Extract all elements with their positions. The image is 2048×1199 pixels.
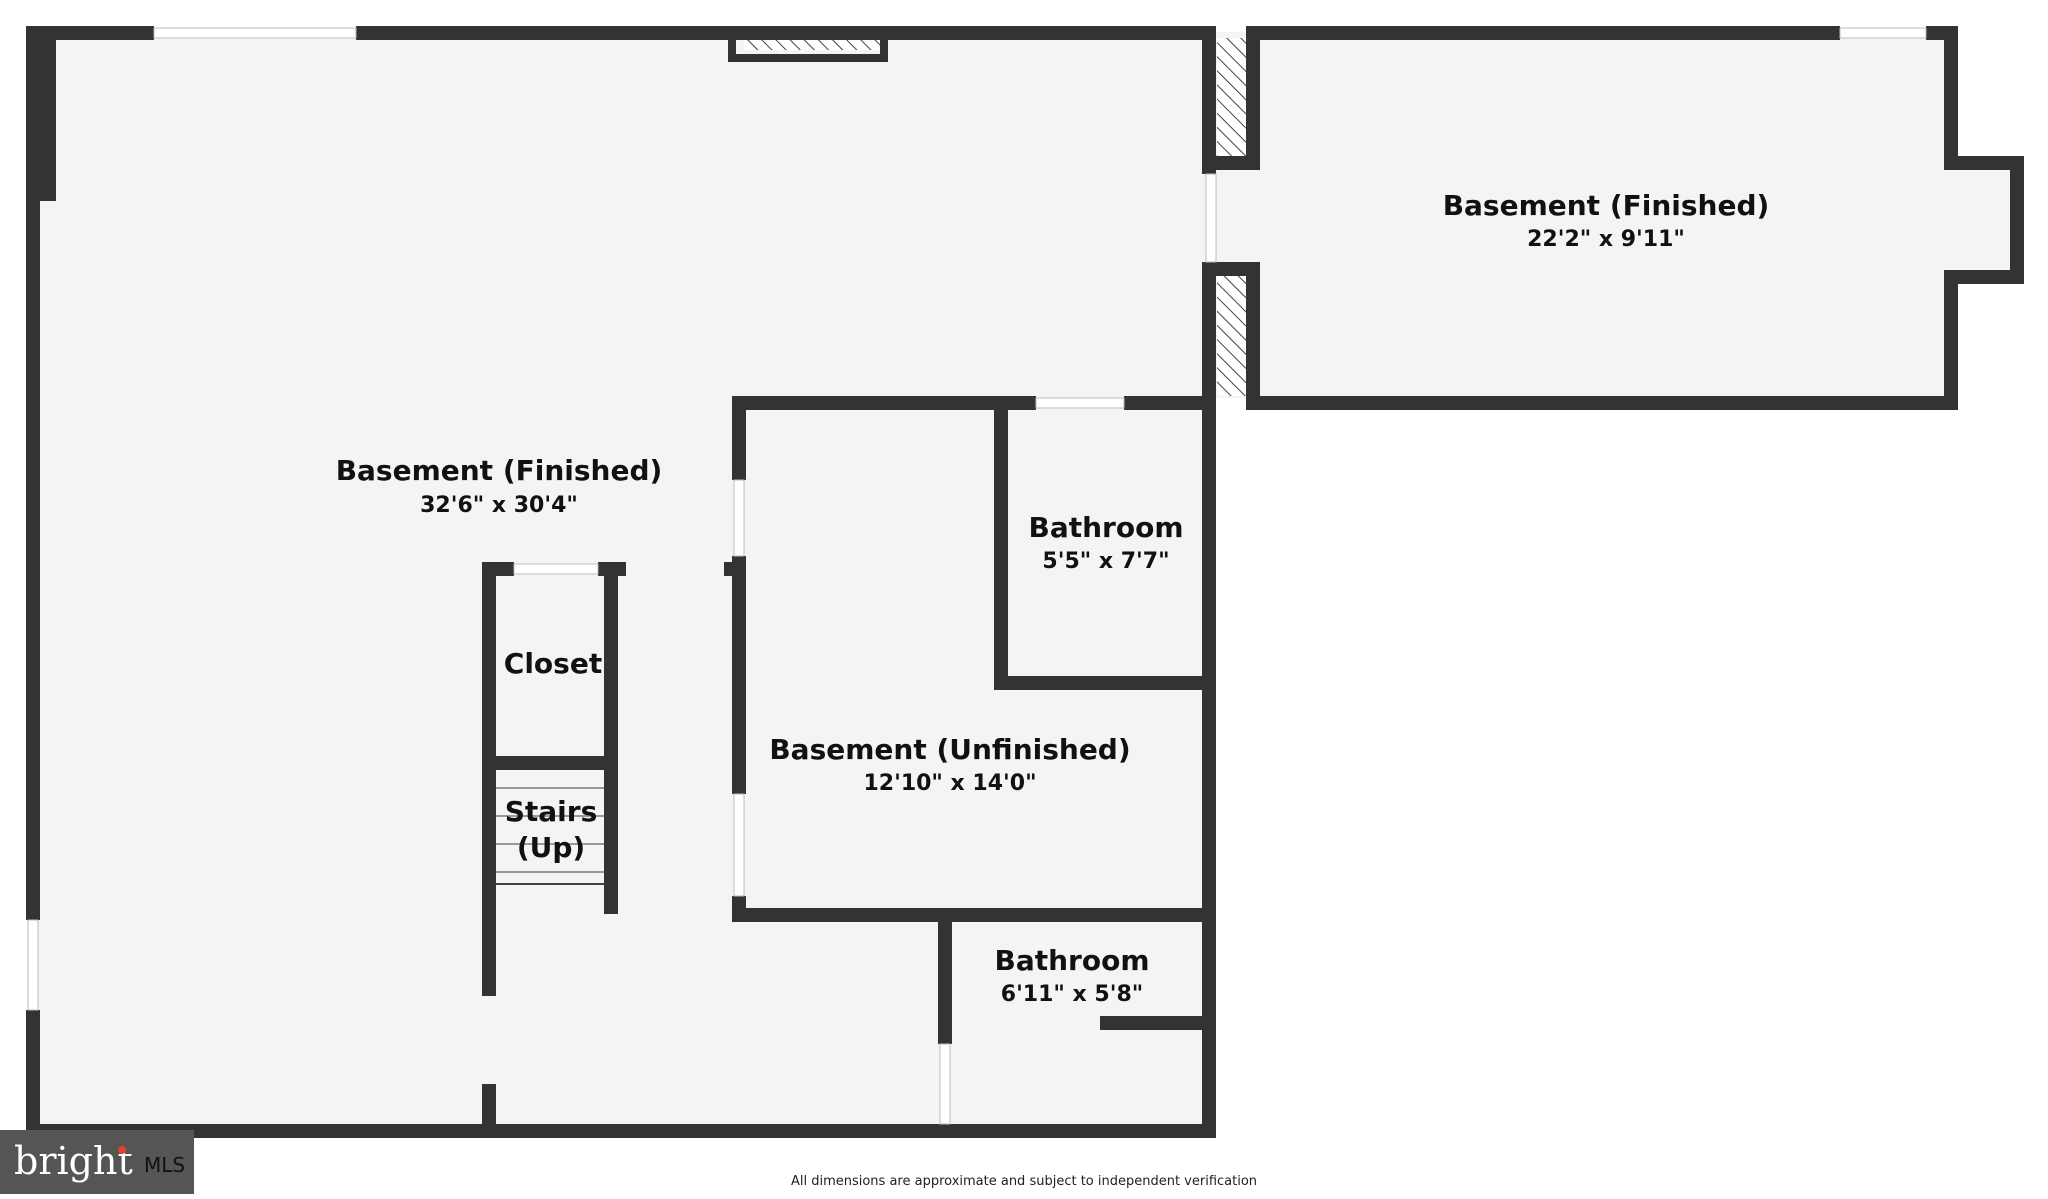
wall-unfinished-north-1 [732, 396, 1036, 410]
room-name-main: Basement (Finished) [336, 454, 663, 487]
wall-closet-east [604, 562, 618, 914]
logo-accent-dot-icon [118, 1146, 126, 1154]
room-name-bathroom-upper: Bathroom [1028, 511, 1183, 544]
room-dimensions-unfinished: 12'10" x 14'0" [863, 771, 1036, 796]
bright-mls-logo: bright MLS [0, 1130, 194, 1194]
room-name-closet: Closet [504, 647, 602, 680]
wall-bath-lower-west-1 [938, 908, 952, 1044]
wall-east-north-1 [1246, 26, 1840, 40]
hatch-north-fireplace [744, 40, 880, 50]
window-west [27, 919, 39, 1011]
wall-bath-upper-west [994, 396, 1008, 690]
windows [27, 27, 1927, 1125]
floor-east-basement [1207, 32, 2012, 398]
logo-word: bright [14, 1139, 133, 1183]
room-labels: Basement (Finished) 32'6" x 30'4" Baseme… [336, 189, 1770, 1007]
wall-west-1 [26, 26, 40, 920]
disclaimer-text: All dimensions are approximate and subje… [791, 1174, 1257, 1189]
room-name-unfinished: Basement (Unfinished) [769, 733, 1130, 766]
wall-bath-lower-stub [1100, 1016, 1216, 1030]
wall-closet-south [482, 756, 618, 770]
wall-north-fireplace [728, 32, 888, 62]
wall-bump-bottom [1944, 270, 2024, 284]
walls [26, 26, 2024, 1138]
wall-east-end-lower [1944, 270, 1958, 410]
room-name-bathroom-lower: Bathroom [994, 944, 1149, 977]
door-unfinished-1 [733, 479, 745, 557]
wall-divider-lower [1202, 262, 1216, 410]
wall-north-1 [26, 26, 154, 40]
wall-column-cap-lower [1202, 262, 1260, 276]
wall-east-south [1246, 396, 1958, 410]
wall-divider-upper [1202, 26, 1216, 174]
wall-column-cap-upper [1202, 156, 1260, 170]
wall-bump-east [2010, 156, 2024, 282]
opening-divider [1205, 173, 1217, 263]
room-name-stairs: Stairs [505, 795, 598, 828]
door-bathroom-lower [939, 1043, 951, 1125]
wall-unfinished-south [732, 908, 1216, 922]
room-dimensions-bathroom-upper: 5'5" x 7'7" [1042, 549, 1169, 574]
room-dimensions-main: 32'6" x 30'4" [420, 493, 578, 518]
door-closet [513, 563, 599, 575]
wall-stairs-stub [482, 1084, 496, 1132]
room-dimensions-bathroom-lower: 6'11" x 5'8" [1001, 982, 1143, 1007]
room-name-stairs-direction: (Up) [517, 831, 585, 864]
room-name-east: Basement (Finished) [1443, 189, 1770, 222]
wall-east-end-upper [1944, 26, 1958, 166]
wall-bump-top [1944, 156, 2020, 170]
wall-unfinished-west-2 [732, 556, 746, 794]
floor-fills [30, 32, 2012, 1130]
wall-closet-north-1 [482, 562, 514, 576]
door-unfinished-2 [733, 793, 745, 897]
wall-column-east-lower [1246, 262, 1260, 410]
wall-west-pier [40, 36, 56, 201]
window-north [153, 27, 357, 39]
hatch-column-upper [1217, 38, 1247, 158]
floor-main-basement [30, 32, 1207, 1130]
logo-suffix: MLS [144, 1153, 185, 1177]
wall-unfinished-west-1 [732, 396, 746, 480]
hatch-column-lower [1217, 272, 1247, 396]
door-bathroom-upper [1035, 397, 1125, 409]
wall-west-2 [26, 1010, 40, 1138]
wall-bath-upper-south [994, 676, 1216, 690]
wall-column-east-upper [1246, 26, 1260, 170]
wall-closet-west [482, 562, 496, 996]
wall-unfinished-north-2 [1124, 396, 1216, 410]
wall-unfinished-east [1202, 396, 1216, 922]
wall-south-2 [950, 1124, 1216, 1138]
logo-background [0, 1130, 194, 1194]
room-dimensions-east: 22'2" x 9'11" [1527, 227, 1685, 252]
window-east-north [1839, 27, 1927, 39]
stair-treads [496, 787, 604, 885]
floor-unfinished [735, 402, 1205, 912]
